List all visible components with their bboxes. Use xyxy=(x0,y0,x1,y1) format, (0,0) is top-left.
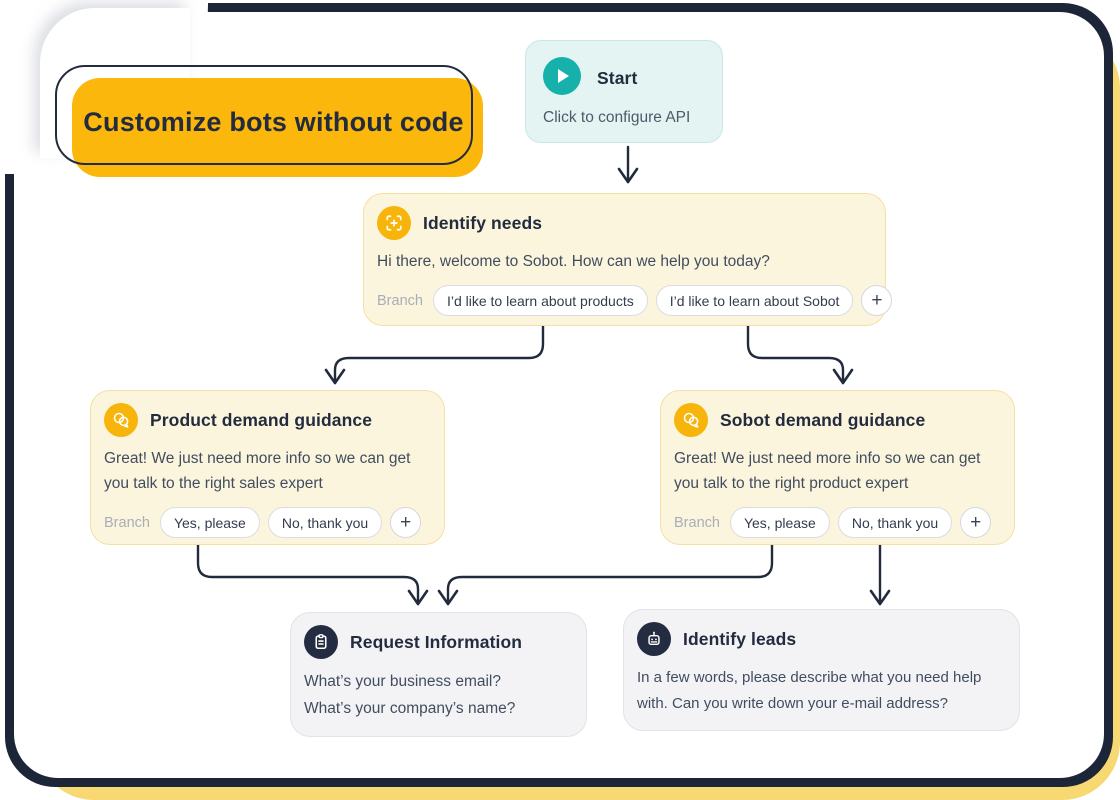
branch-option-no[interactable]: No, thank you xyxy=(837,507,953,538)
node-title: Sobot demand guidance xyxy=(720,409,926,430)
branch-option-yes[interactable]: Yes, please xyxy=(159,507,260,538)
branch-option-sobot[interactable]: I’d like to learn about Sobot xyxy=(655,285,854,316)
play-icon xyxy=(543,57,581,100)
connector-sobot-branch xyxy=(746,307,854,385)
node-message-line: Great! We just need more info so we can … xyxy=(674,450,981,467)
node-product-demand-guidance[interactable]: Product demand guidance Great! We just n… xyxy=(90,390,445,545)
connector-product-yes xyxy=(196,526,429,606)
branch-label: Branch xyxy=(377,292,423,309)
node-message-line: you talk to the right product expert xyxy=(674,475,909,492)
node-request-information[interactable]: Request Information What’s your business… xyxy=(290,612,587,737)
node-question-line: What’s your business email? xyxy=(304,673,501,690)
branch-option-yes[interactable]: Yes, please xyxy=(729,507,830,538)
node-sobot-demand-guidance[interactable]: Sobot demand guidance Great! We just nee… xyxy=(660,390,1015,545)
robot-icon xyxy=(637,622,671,656)
headline-chip: Customize bots without code xyxy=(72,78,483,177)
add-branch-button[interactable]: + xyxy=(861,285,893,316)
node-title: Identify leads xyxy=(683,628,797,649)
headline-text: Customize bots without code xyxy=(83,107,464,137)
clipboard-icon xyxy=(304,625,338,659)
branch-option-products[interactable]: I’d like to learn about products xyxy=(432,285,648,316)
node-message-line: Great! We just need more info so we can … xyxy=(104,450,411,467)
add-branch-button[interactable]: + xyxy=(960,507,992,538)
add-branch-button[interactable]: + xyxy=(390,507,422,538)
scan-icon xyxy=(377,206,411,240)
branch-label: Branch xyxy=(104,514,150,531)
node-question-line: What’s your company’s name? xyxy=(304,700,516,717)
connector-sobot-yes xyxy=(437,526,774,606)
node-identify-leads[interactable]: Identify leads In a few words, please de… xyxy=(623,609,1020,731)
node-message: Hi there, welcome to Sobot. How can we h… xyxy=(377,253,770,270)
node-title: Product demand guidance xyxy=(150,409,373,430)
chat-bubbles-icon xyxy=(104,403,138,437)
node-question-line: with. Can you write down your e-mail add… xyxy=(637,695,948,712)
node-start[interactable]: Start Click to configure API xyxy=(525,40,723,143)
chat-bubbles-icon xyxy=(674,403,708,437)
connector-products-branch xyxy=(324,307,545,385)
branch-label: Branch xyxy=(674,514,720,531)
node-title: Request Information xyxy=(350,631,523,652)
node-question-line: In a few words, please describe what you… xyxy=(637,669,982,686)
node-title: Identify needs xyxy=(423,212,543,233)
branch-option-no[interactable]: No, thank you xyxy=(267,507,383,538)
start-subtitle: Click to configure API xyxy=(543,109,691,126)
node-identify-needs[interactable]: Identify needs Hi there, welcome to Sobo… xyxy=(363,193,893,326)
node-message-line: you talk to the right sales expert xyxy=(104,475,323,492)
start-title: Start xyxy=(597,68,638,88)
